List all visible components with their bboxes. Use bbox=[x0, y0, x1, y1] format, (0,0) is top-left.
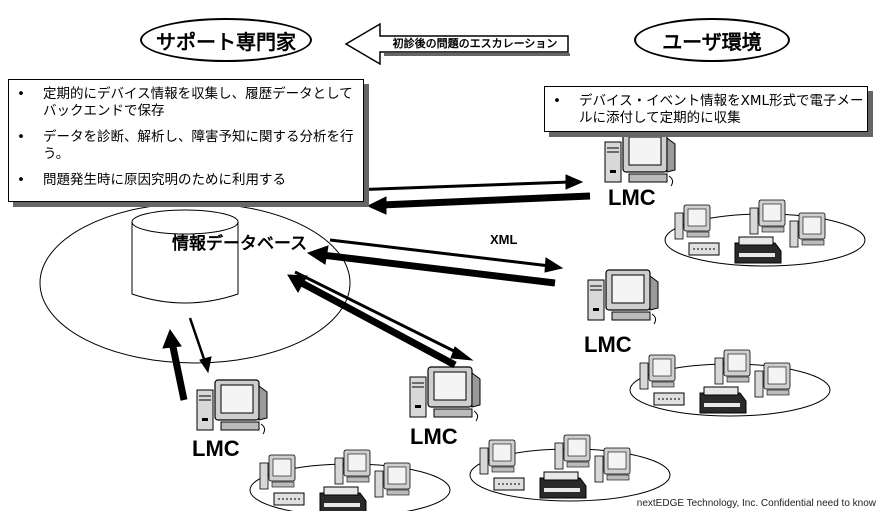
confidential-footer: nextEDGE Technology, Inc. Confidential n… bbox=[636, 498, 876, 509]
database-label: 情報データベース bbox=[172, 234, 308, 254]
computer-icon bbox=[587, 269, 659, 325]
escalation-label: 初診後の問題のエスカレーション bbox=[392, 37, 558, 50]
lan-cluster bbox=[630, 350, 830, 416]
lan-cluster bbox=[470, 435, 670, 501]
support-item: データを診断、解析し、障害予知に関する分析を行う。 bbox=[9, 129, 363, 163]
database-region bbox=[39, 202, 351, 364]
computer-icon bbox=[604, 131, 676, 187]
user-description-box: デバイス・イベント情報をXML形式で電子メールに添付して定期的に収集 bbox=[544, 86, 868, 132]
xml-label: XML bbox=[490, 232, 518, 247]
flow-arrows bbox=[162, 174, 591, 401]
support-item: 問題発生時に原因究明のために利用する bbox=[9, 172, 363, 189]
support-description-box: 定期的にデバイス情報を収集し、履歴データとしてバックエンドで保存 データを診断、… bbox=[8, 79, 364, 202]
escalation-arrow bbox=[344, 22, 570, 66]
support-item: 定期的にデバイス情報を収集し、履歴データとしてバックエンドで保存 bbox=[9, 86, 363, 120]
lmc-label: LMC bbox=[608, 185, 656, 210]
user-env-text: ユーザ環境 bbox=[662, 29, 762, 54]
lan-cluster bbox=[250, 450, 450, 511]
computer-icon bbox=[409, 366, 481, 422]
lan-cluster bbox=[665, 200, 865, 266]
database-cylinder-icon bbox=[131, 209, 239, 304]
user-item: デバイス・イベント情報をXML形式で電子メールに添付して定期的に収集 bbox=[545, 93, 867, 127]
computer-icon bbox=[196, 379, 268, 435]
lmc-label: LMC bbox=[584, 332, 632, 357]
support-expert-label: サポート専門家 bbox=[140, 18, 312, 62]
support-expert-text: サポート専門家 bbox=[156, 29, 296, 54]
lmc-label: LMC bbox=[410, 424, 458, 449]
lmc-label: LMC bbox=[192, 436, 240, 461]
user-env-label: ユーザ環境 bbox=[634, 18, 790, 62]
